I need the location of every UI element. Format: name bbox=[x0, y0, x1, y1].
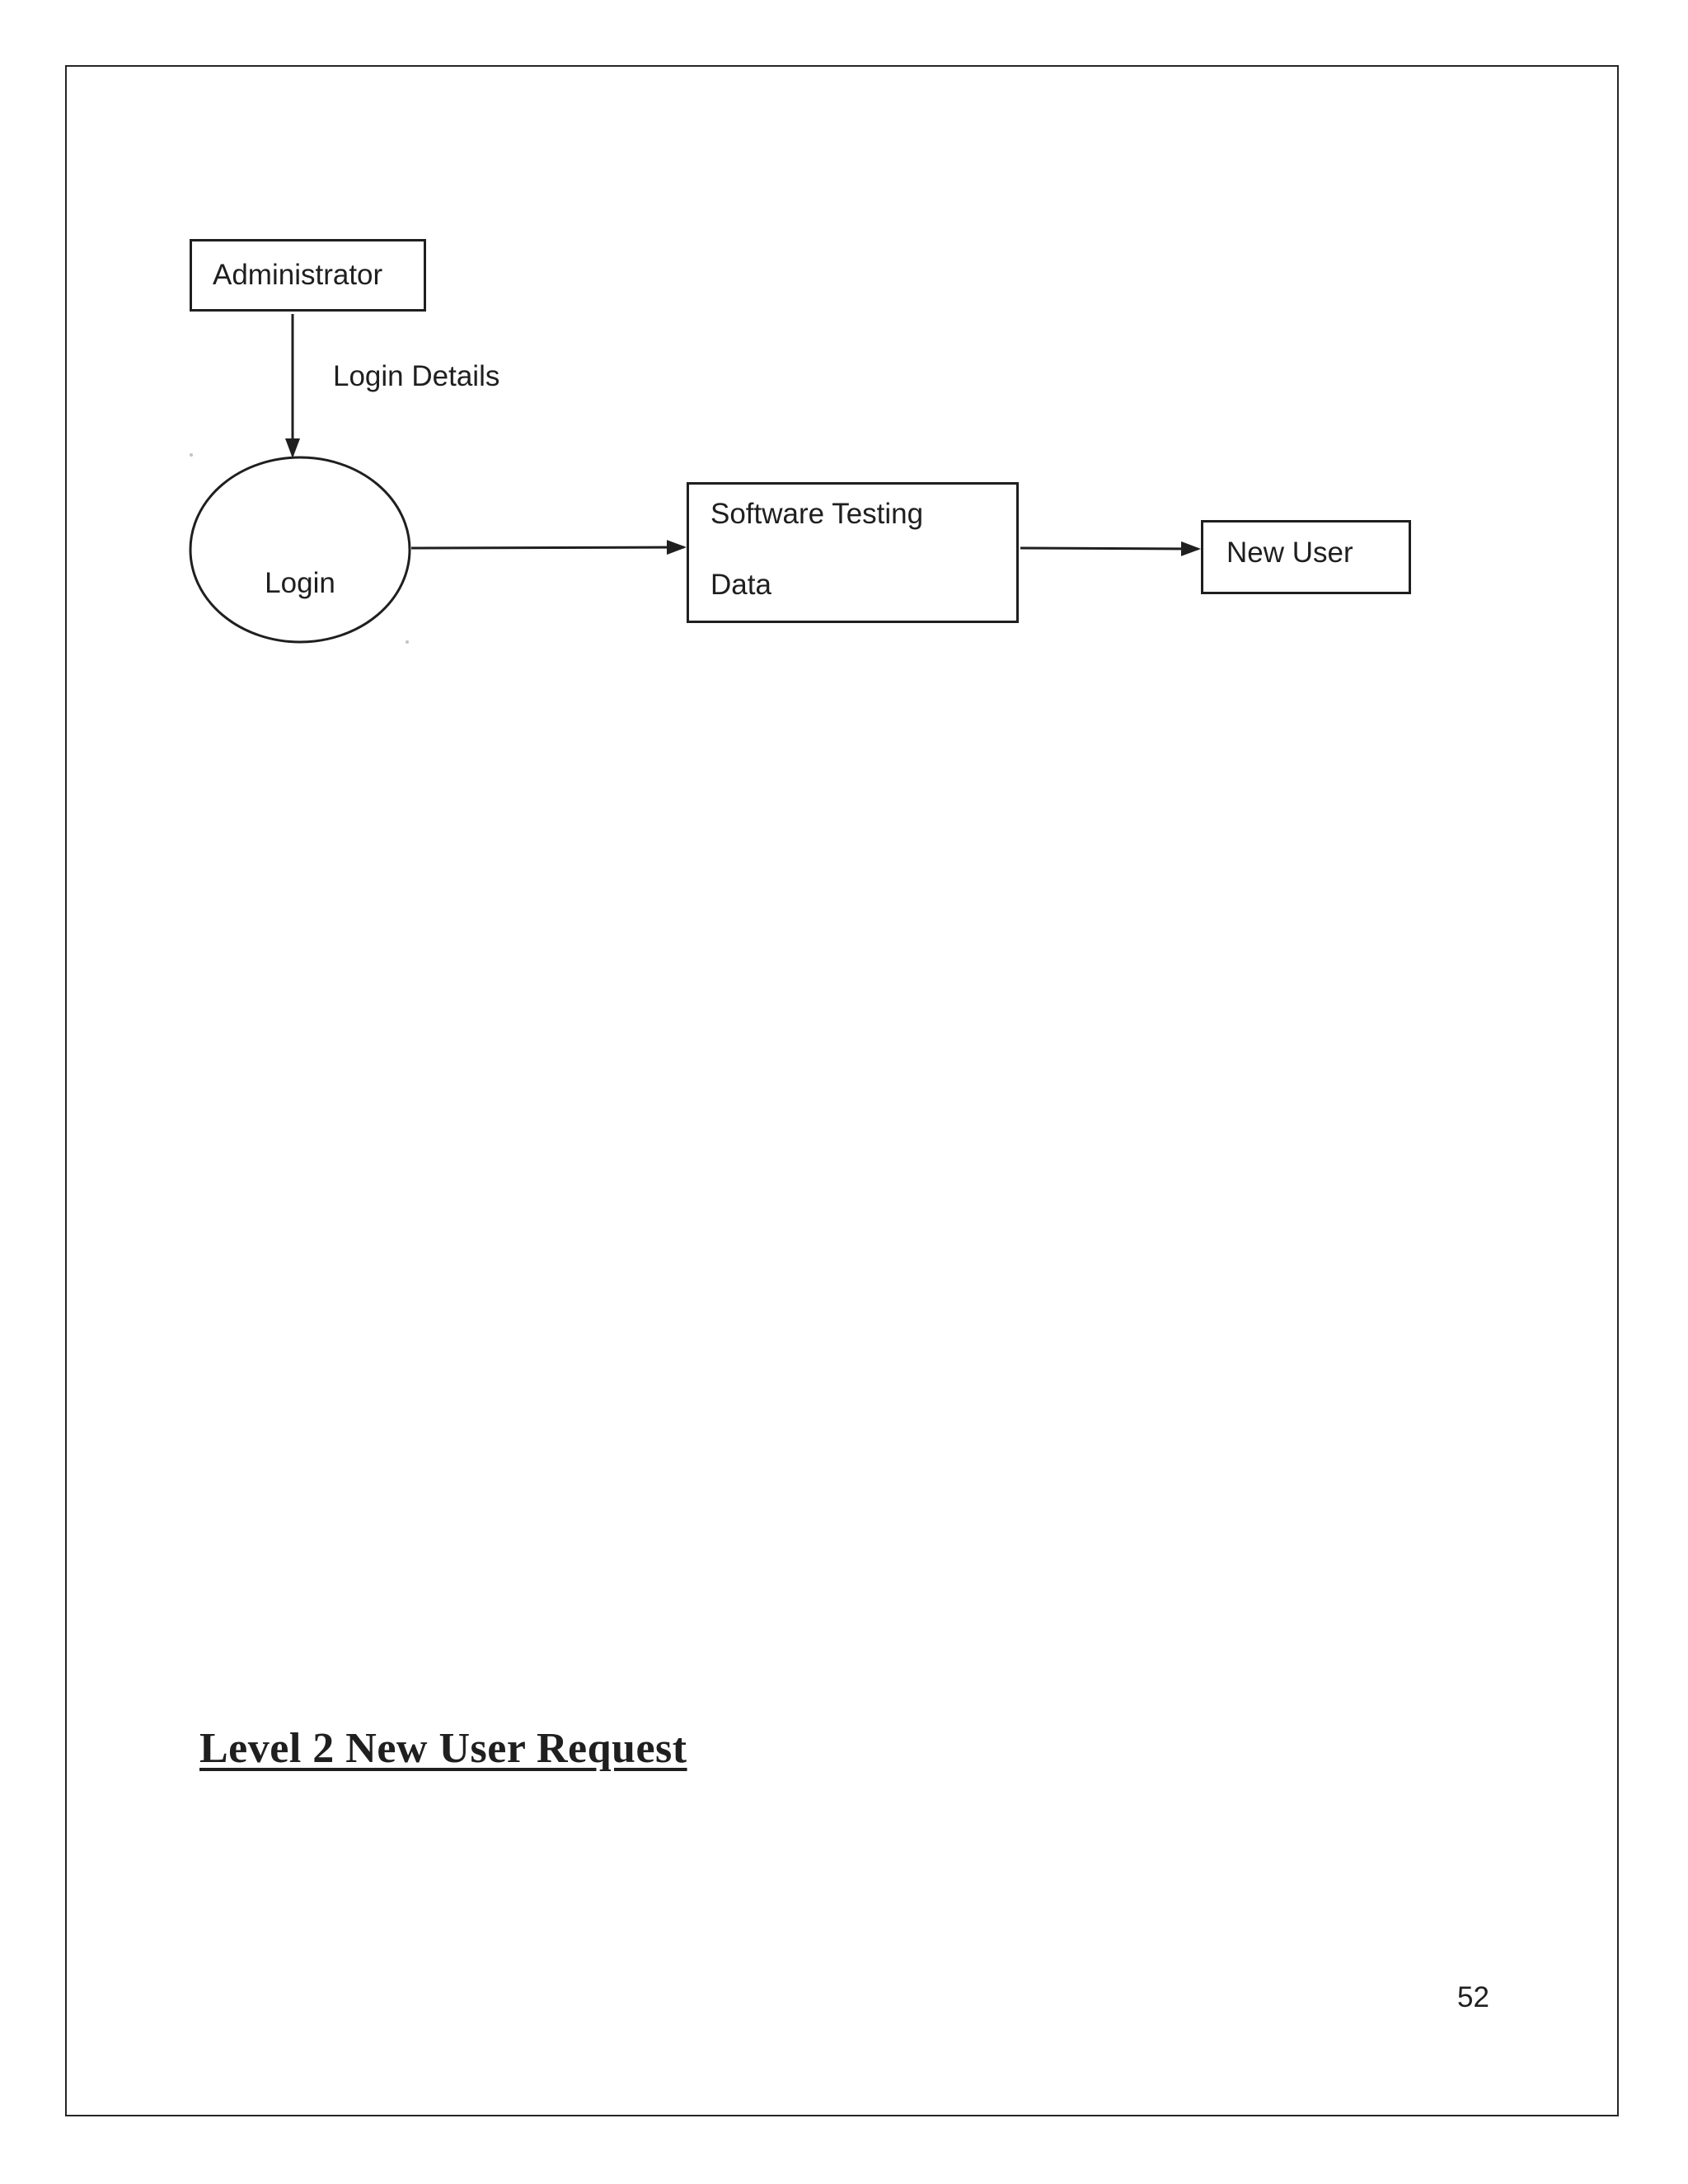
node-software-testing-data: Software Testing Data bbox=[687, 482, 1019, 623]
node-new-user-label: New User bbox=[1226, 536, 1353, 569]
node-administrator-label: Administrator bbox=[213, 258, 383, 291]
page-number: 52 bbox=[1457, 1981, 1489, 2013]
node-software-testing-data-label-line1: Software Testing bbox=[710, 498, 924, 530]
edge-label-login-details: Login Details bbox=[333, 360, 500, 392]
scan-speck bbox=[190, 453, 193, 457]
node-login-label: Login bbox=[265, 567, 335, 599]
scan-speck bbox=[406, 640, 409, 644]
process-login-shape bbox=[189, 456, 411, 644]
diagram-caption: Level 2 New User Request bbox=[199, 1725, 687, 1772]
edge-software-testing-to-new-user bbox=[1020, 541, 1201, 556]
node-software-testing-data-label-line2: Data bbox=[710, 569, 771, 601]
edge-login-to-software-testing bbox=[410, 540, 687, 555]
node-new-user: New User bbox=[1201, 520, 1411, 594]
node-administrator: Administrator bbox=[190, 239, 426, 312]
page-border bbox=[65, 65, 1619, 2116]
